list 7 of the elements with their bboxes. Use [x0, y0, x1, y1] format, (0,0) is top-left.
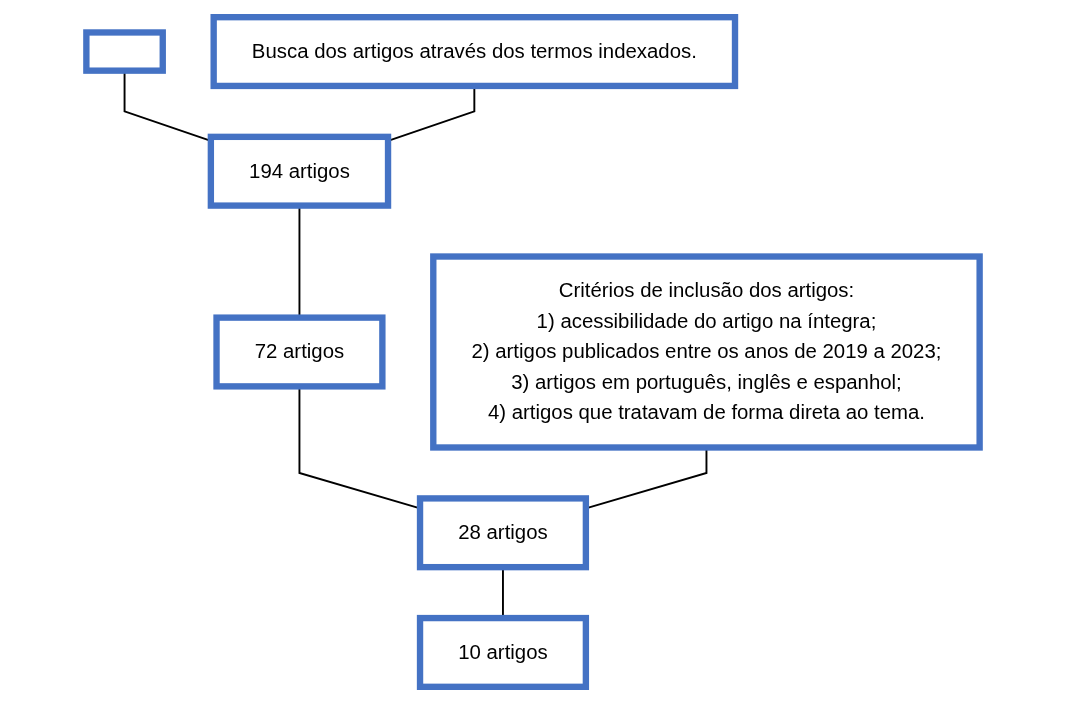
node-box: Busca dos artigos através dos termos indexados.: [210, 14, 739, 90]
node-box: 10 artigos: [416, 614, 590, 690]
node-box: 194 artigos: [207, 133, 392, 209]
node-box: 72 artigos: [213, 314, 386, 390]
node-box: Critérios de inclusão dos artigos: 1) acessibilidade do artigo na íntegra; 2) artigos publicados entre os anos de 2019 a 2023; 3) artigos em português, inglês e espanhol; 4) artigos que tratavam de forma direta ao tema.: [430, 253, 983, 451]
node-box: [83, 29, 166, 74]
node-box: 28 artigos: [416, 495, 590, 571]
